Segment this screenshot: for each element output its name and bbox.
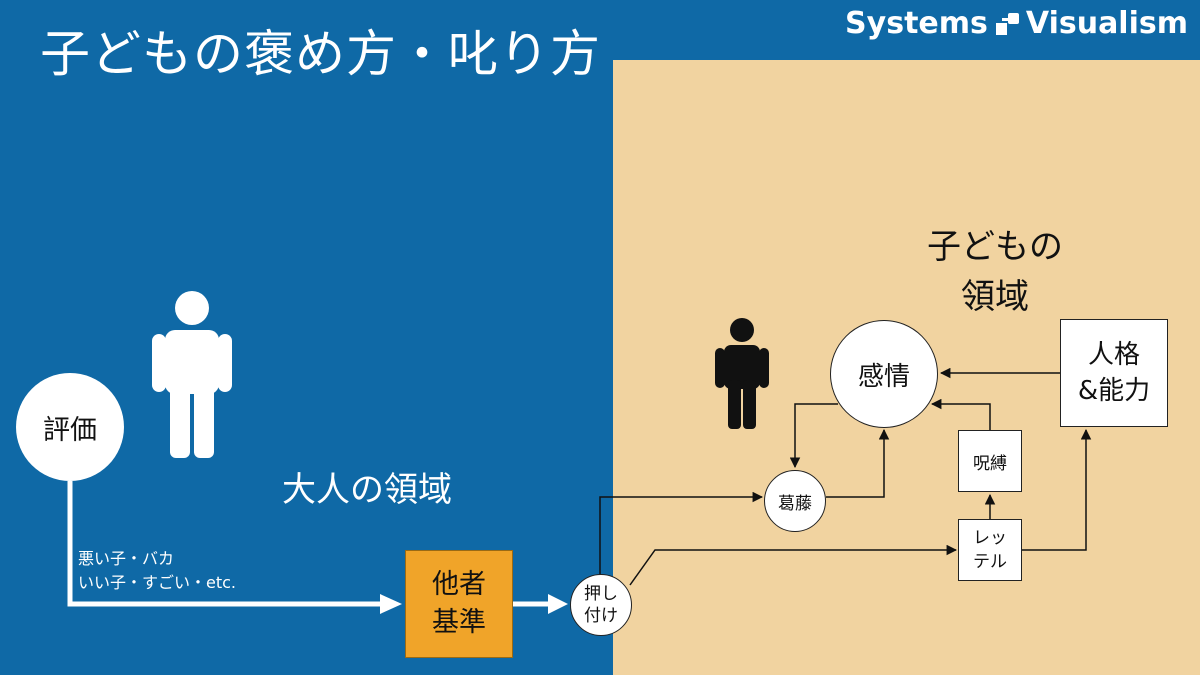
other-standard-node: 他者 基準 <box>405 550 513 658</box>
praise-examples-line1: 悪い子・バカ <box>78 549 175 568</box>
persona-line2: &能力 <box>1077 376 1151 406</box>
push-to-conflict-arrow <box>599 491 764 574</box>
praise-examples-label: 悪い子・バカ いい子・すごい・etc. <box>78 547 236 595</box>
brand-icon <box>994 11 1020 37</box>
persona-ability-node: 人格 &能力 <box>1060 319 1168 427</box>
emotion-node: 感情 <box>830 320 938 428</box>
push-node: 押し 付け <box>570 574 632 636</box>
brand-right-text: Visualism <box>1025 6 1188 41</box>
adult-region-label: 大人の領域 <box>282 470 452 510</box>
label-line1: レッ <box>973 528 1007 548</box>
conflict-node: 葛藤 <box>764 470 826 532</box>
curse-label: 呪縛 <box>973 453 1007 474</box>
brand-logo: Systems Visualism <box>845 6 1188 41</box>
brand-left-text: Systems <box>845 6 988 41</box>
evaluation-label: 評価 <box>43 414 97 446</box>
curse-to-emotion-arrow <box>930 398 991 430</box>
child-region-label-line1: 子どもの <box>927 227 1063 267</box>
praise-examples-line2: いい子・すごい・etc. <box>78 573 237 592</box>
conflict-to-emotion-arrow <box>826 428 890 498</box>
child-region-label: 子どもの 領域 <box>900 222 1090 322</box>
other-standard-line1: 他者 <box>432 569 486 600</box>
other-standard-line2: 基準 <box>432 607 486 638</box>
persona-line1: 人格 <box>1087 340 1140 370</box>
evaluation-node: 評価 <box>16 373 124 481</box>
page-title: 子どもの褒め方・叱り方 <box>40 25 601 83</box>
evaluation-to-standard-arrow <box>67 481 382 607</box>
push-line2: 付け <box>584 606 618 626</box>
curse-node: 呪縛 <box>958 430 1022 492</box>
child-person-icon <box>715 318 769 429</box>
label-node: レッ テル <box>958 519 1022 581</box>
emotion-label: 感情 <box>857 361 910 392</box>
push-to-label-arrow <box>629 544 958 586</box>
adult-person-icon <box>152 291 232 458</box>
child-region-label-line2: 領域 <box>961 277 1029 317</box>
label-to-persona-arrow <box>1022 428 1092 551</box>
push-line1: 押し <box>584 584 618 604</box>
label-line2: テル <box>973 552 1007 572</box>
conflict-label: 葛藤 <box>778 493 812 514</box>
emotion-to-conflict-arrow <box>789 403 838 469</box>
